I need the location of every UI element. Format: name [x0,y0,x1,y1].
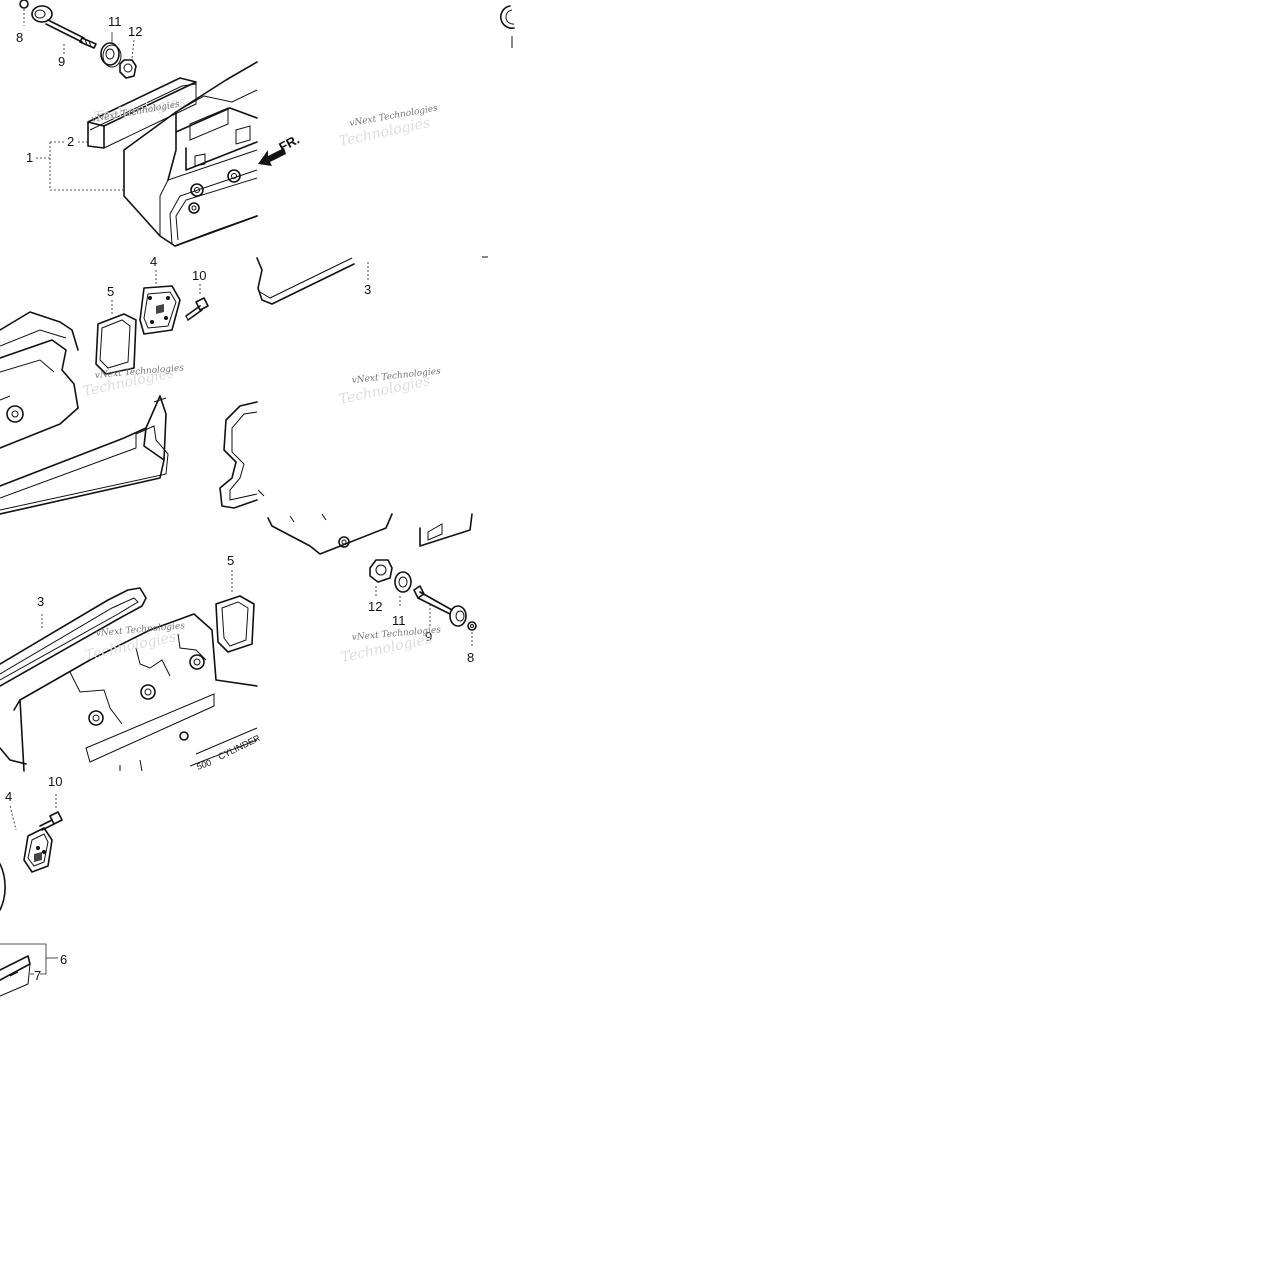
label-8b: 8 [467,650,474,665]
panel-top-middle: Technologies vNext Technologies [338,5,515,258]
part-5-gasket-lower [215,570,255,653]
part-12-nut [119,39,137,79]
part-2-seal [87,77,197,149]
label-1: 1 [26,150,33,165]
part-head-cover-lower [0,311,79,449]
label-8: 8 [16,30,23,45]
part-7-seal [0,955,31,997]
label-2: 2 [67,134,74,149]
part-8-cap [19,0,29,26]
label-9: 9 [58,54,65,69]
label-6: 6 [60,952,67,967]
label-9b: 9 [425,629,432,644]
panel-bottom-left: 4 10 6 7 [0,774,67,997]
label-11b: 11 [392,613,406,628]
part-9-bolt [31,5,97,56]
panel-lower-left: 3 500 CYLINDER [0,553,262,772]
stamp-prefix: 500 [195,757,213,772]
label-3: 3 [364,282,371,297]
panel-top-left: 8 9 11 12 [16,0,302,247]
part-11-washer-lower [394,571,412,608]
part-10-bolt [185,284,209,321]
part-9-bolt-lower [413,585,467,628]
part-3-gasket-lower [0,587,147,765]
stamp-text: CYLINDER [216,733,262,762]
label-5: 5 [107,284,114,299]
panel-center: 3 Technologies vNext Technologies [256,257,442,497]
panel-middle-left: 5 4 10 Technologies vNext Technologie [0,254,258,515]
part-3-gasket [0,395,169,515]
front-direction-arrow: FR. [258,132,302,166]
label-10: 10 [192,268,206,283]
label-12b: 12 [368,599,382,614]
label-11: 11 [108,14,122,29]
part-5-gasket [95,300,137,375]
part-1-head-cover [123,61,258,247]
label-3b: 3 [37,594,44,609]
label-10b: 10 [48,774,62,789]
part-4-plate-lower [9,805,53,873]
part-8-cap-lower [467,621,477,646]
part-3-gasket-edge [256,257,369,305]
part-10-bolt-lower [39,794,63,831]
part-12-nut-lower [369,559,393,596]
label-7: 7 [34,968,41,983]
label-4b: 4 [5,789,12,804]
part-head-cover-main [13,613,258,772]
part-11-washer [100,32,122,68]
part-cover-edge [267,513,473,555]
part-4-plate [139,270,181,335]
label-5b: 5 [227,553,234,568]
part-gasket-partial [219,401,258,509]
panel-lower-middle: 12 11 9 8 Technologies vNext Technologie… [267,513,477,666]
label-12: 12 [128,24,142,39]
label-4: 4 [150,254,157,269]
